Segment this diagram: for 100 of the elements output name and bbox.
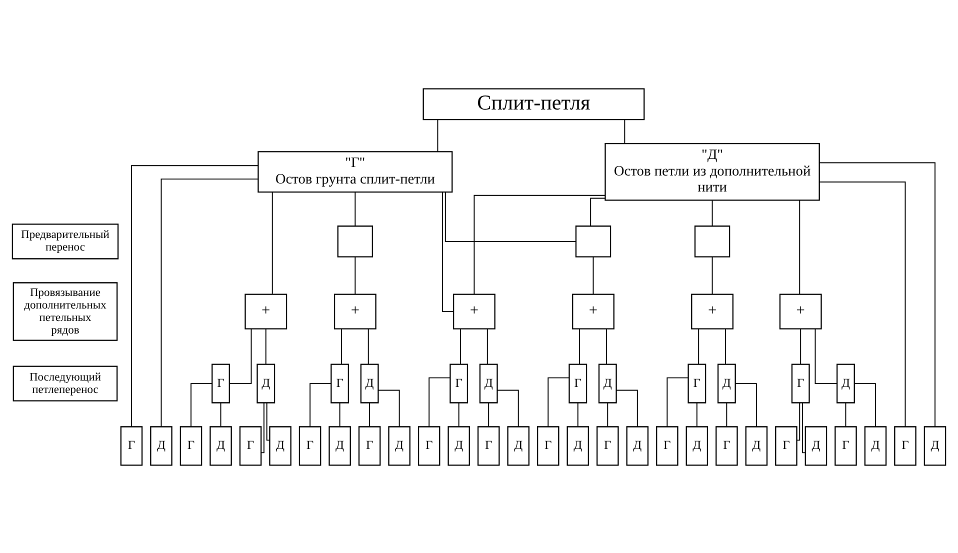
connector	[354, 256, 356, 294]
node-box: Д	[479, 363, 498, 403]
node-box: Д	[360, 363, 379, 403]
node-box: Д	[388, 426, 410, 466]
node-box: Г	[716, 426, 738, 466]
connector	[799, 200, 800, 294]
connector	[712, 200, 713, 226]
node-box: Д	[566, 426, 590, 466]
connector	[819, 180, 906, 427]
connector	[190, 382, 212, 427]
connector	[854, 382, 876, 427]
node-box: "Д" Остов петли из дополнительной нити	[604, 142, 820, 200]
node-box: Д	[686, 426, 708, 466]
connector	[726, 402, 728, 426]
node-box: Г	[239, 426, 262, 466]
connector	[131, 164, 258, 427]
node-box: Д	[626, 426, 649, 466]
connector	[442, 191, 454, 312]
connector	[339, 402, 340, 426]
node-box: Г	[688, 363, 706, 403]
node-box: Г	[596, 426, 619, 466]
node-box: Д	[448, 426, 470, 466]
connector	[734, 382, 757, 427]
node-box: +	[334, 293, 376, 329]
node-box: Последующий петлеперенос	[12, 365, 118, 401]
node-box	[694, 225, 730, 257]
connector	[712, 256, 713, 294]
connector	[160, 178, 258, 426]
node-box: Г	[568, 363, 588, 403]
node-box: Сплит-петля	[422, 88, 645, 120]
connector	[696, 402, 698, 426]
node-box: Г	[536, 426, 560, 466]
node-box: +	[691, 293, 734, 329]
connector	[272, 191, 273, 294]
node-box: Д	[210, 426, 232, 466]
node-box: +	[244, 293, 288, 329]
node-box: Г	[894, 426, 916, 466]
connector	[818, 162, 936, 426]
connector	[698, 328, 700, 364]
connector	[458, 402, 460, 426]
node-box: Г	[298, 426, 322, 466]
node-box: Д	[256, 363, 276, 403]
node-box: Г	[656, 426, 678, 466]
node-box: Г	[450, 363, 468, 403]
node-box: Д	[150, 426, 172, 466]
node-box: Г	[834, 426, 857, 466]
connector	[444, 191, 576, 242]
connector	[460, 328, 461, 364]
connector	[266, 402, 270, 440]
connector	[228, 328, 252, 384]
node-box	[337, 225, 374, 257]
node-box: Г	[791, 363, 810, 403]
connector	[378, 389, 400, 426]
connector	[260, 402, 264, 453]
connector	[488, 402, 490, 426]
node-box: Г	[212, 363, 230, 403]
connector	[577, 402, 578, 426]
connector	[725, 328, 726, 364]
connector	[814, 328, 838, 384]
connector	[310, 382, 332, 427]
node-box: Д	[507, 426, 530, 466]
node-box: Г	[330, 363, 350, 403]
node-box: Предварительный перенос	[12, 223, 119, 259]
node-box: Д	[269, 426, 292, 466]
node-box: Д	[745, 426, 768, 466]
node-box: Д	[864, 426, 887, 466]
node-box	[575, 225, 612, 257]
connector	[606, 328, 607, 364]
node-box: Г	[775, 426, 798, 466]
connector	[592, 256, 594, 294]
node-box: Д	[804, 426, 828, 466]
connector	[368, 328, 369, 364]
node-box: Г	[477, 426, 500, 466]
node-box: Д	[598, 363, 617, 403]
connector	[548, 376, 570, 427]
node-box: Г	[120, 426, 143, 466]
connector	[428, 376, 451, 427]
connector	[802, 402, 806, 453]
node-box: Д	[924, 426, 946, 466]
connector	[607, 402, 608, 426]
connector	[616, 389, 638, 426]
node-box: Д	[328, 426, 351, 466]
connector	[590, 197, 606, 226]
node-box: Г	[180, 426, 202, 466]
node-box: Г	[418, 426, 440, 466]
connector	[666, 376, 689, 427]
connector	[486, 328, 488, 364]
connector	[265, 328, 266, 364]
node-box: +	[779, 293, 822, 329]
connector	[800, 328, 802, 364]
connector	[341, 328, 342, 364]
connector	[369, 402, 370, 426]
connector	[220, 402, 222, 426]
node-box: Провязывание дополнительных петельных рядов	[12, 282, 118, 340]
connector	[796, 402, 800, 440]
connector	[474, 194, 606, 294]
node-box: Д	[836, 363, 855, 403]
node-box: Г	[358, 426, 381, 466]
connector	[354, 191, 356, 226]
connector	[624, 118, 626, 144]
